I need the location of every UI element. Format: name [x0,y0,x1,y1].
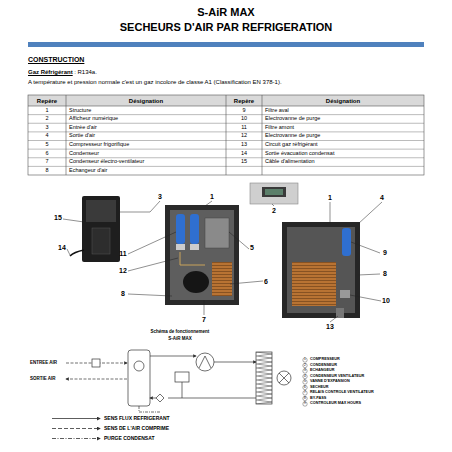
text-label: Schéma de fonctionnement [151,330,210,335]
list-text: COMPRESSEUR [310,358,340,362]
text-label: 1 [45,108,48,114]
leader-lines [63,201,382,322]
callout-number: 8 [383,270,387,277]
text-label: Electrovanne de purge [265,133,320,139]
list-text: CONDENSEUR VENTILATEUR [310,375,364,379]
text-label: Entrée d'air [69,125,97,131]
callout-number: 6 [264,278,268,285]
text-label: Sortie d'air [69,133,95,139]
text-label: SECHEURS D'AIR PAR REFRIGERATION [120,22,332,33]
text-label: S-AiR MAX [168,337,192,342]
callout-number: 15 [54,214,62,221]
text-label: Repère [37,98,57,104]
list-number: 7 [304,391,306,394]
callout-number: 1 [328,194,332,201]
callout-number: 5 [250,244,254,251]
legend-text: SENS DE L'AIR COMPRIME [104,426,169,431]
legend-text: PURGE CONDENSAT [104,436,154,441]
text-label: Compresseur frigorifique [69,142,129,148]
callout-number: 2 [272,207,276,214]
list-text: CONDENSEUR [310,364,337,368]
text-label: A température et pression normale c'est … [28,79,282,85]
list-text: ECHANGEUR [310,369,334,373]
text-label: 15 [241,159,247,165]
text-label: ENTREE AIR [30,361,57,366]
dryer-rear-view [282,222,360,318]
text-label: 5 [45,142,48,148]
text-label: Condenseur [69,151,99,157]
text-label: 6 [45,151,48,157]
text-label: 3 [45,125,48,131]
list-number: 4 [304,375,306,378]
list-text: SECHEUR [310,386,329,390]
dryer-side-view [70,196,120,262]
list-text: CONTROLEUR MAX HOURS [310,402,361,406]
text-label: 8 [45,168,48,174]
title-bar [28,42,424,47]
text-label: 2 [45,116,48,122]
text-label: Afficheur numérique [69,116,118,122]
text-label: Condenseur électro-ventilateur [69,159,144,165]
callout-number: 14 [58,244,66,251]
list-text: VANNE D'EXPANSION [310,380,350,384]
list-number: 8 [304,397,306,400]
legend-text: SENS FLUX REFRIGERANT [104,416,170,421]
text-label: Repère [234,98,254,104]
callout-number: 13 [326,323,334,330]
schematic-list-circles [303,358,307,406]
callout-number: 7 [202,316,206,323]
text-label: Filtre amont [265,125,294,131]
list-text: BY-PASS [310,397,326,401]
text-label: 10 [241,116,247,122]
list-number: 3 [304,369,306,372]
table-grid [28,95,424,175]
text-label: Electrovanne de purge [265,116,320,122]
text-label: : R134a. [74,69,97,75]
text-label: 11 [241,125,247,131]
callout-number: 12 [119,267,127,274]
callout-number: 1 [210,193,214,200]
text-label: 9 [242,108,245,114]
text-label: CONSTRUCTION [28,56,84,63]
text-label: 7 [45,159,48,165]
legend-samples [52,419,100,439]
text-label: Désignation [129,98,163,104]
list-number: 5 [304,380,306,383]
text-label: Câble d'alimentation [265,159,315,165]
list-text: RELAIS CONTROLE VENTILATEUR [310,391,374,395]
text-label: Gaz Réfrigérant [28,69,73,75]
callout-number: 10 [382,297,390,304]
text-label: 12 [241,133,247,139]
list-number: 2 [304,364,306,367]
callout-number: 3 [158,193,162,200]
text-label: Filtre aval [265,108,289,114]
text-label: 4 [45,133,48,139]
text-label: SORTIE AIR [30,377,56,382]
list-number: 9 [304,402,306,405]
dryer-front-view [165,205,239,305]
text-label: Structure [69,108,91,114]
text-label: Circuit gaz réfrigérant [265,142,318,148]
text-label: Sortie évacuation condensat [265,151,334,157]
page-title: S-AiR MAX [197,7,254,18]
display-inset [250,183,298,204]
text-label: Désignation [326,98,360,104]
callout-number: 8 [121,290,125,297]
list-number: 6 [304,386,306,389]
callout-number: 4 [380,194,384,201]
callout-number: 11 [119,250,126,257]
text-label: Echangeur d'air [69,168,107,174]
schematic [66,350,291,412]
text-label: 14 [241,151,247,157]
text-label: 13 [241,142,247,148]
list-number: 1 [304,358,306,361]
callout-number: 9 [383,249,387,256]
